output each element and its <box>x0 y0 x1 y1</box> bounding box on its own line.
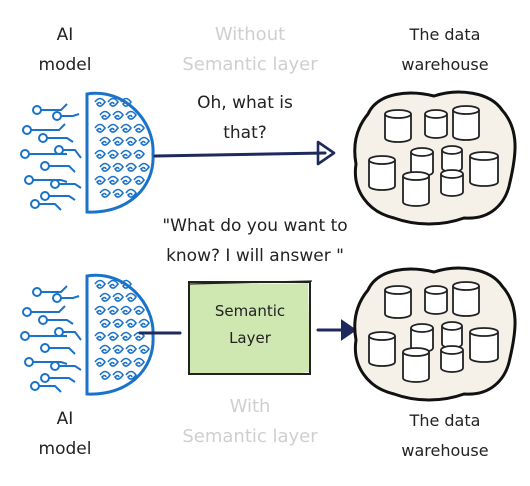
confused-query-text: Oh, what is that? <box>160 88 330 148</box>
database-cylinder-icon <box>384 109 412 143</box>
without-semantic-layer-label: Without Semantic layer <box>160 20 340 80</box>
ai-model-label-bottom-text: AI model <box>38 409 92 459</box>
brain-circuits <box>20 285 82 393</box>
warehouse-label-top-text: The data warehouse <box>401 25 489 74</box>
ai-brain-icon-bottom <box>20 273 155 396</box>
database-cylinder-icon <box>440 345 464 373</box>
database-cylinder-icon <box>452 105 480 141</box>
brain-swirls <box>94 97 150 198</box>
with-semantic-layer-label: With Semantic layer <box>160 392 340 452</box>
database-cylinder-icon <box>424 109 448 139</box>
answer-quote-text: "What do you want to know? I will answer… <box>125 211 385 271</box>
database-cylinder-icon <box>441 321 463 349</box>
warehouse-label-bottom: The data warehouse <box>370 406 520 466</box>
database-cylinder-icon <box>469 151 499 187</box>
semantic-layer-box <box>188 280 313 375</box>
database-cylinder-icon <box>452 281 480 317</box>
semantic-layer-label: Semantic Layer <box>190 298 310 352</box>
data-warehouse-top <box>353 90 517 226</box>
database-cylinder-icon <box>424 285 448 315</box>
brain-swirls <box>94 279 150 380</box>
brain-circuits <box>20 103 82 211</box>
database-cylinder-icon <box>402 171 430 207</box>
ai-model-label-top: AI model <box>30 20 100 80</box>
without-semantic-layer-text: Without Semantic layer <box>182 24 318 75</box>
ai-model-label-bottom: AI model <box>30 404 100 464</box>
data-warehouse-bottom <box>353 266 517 402</box>
ai-model-label-top-text: AI model <box>38 25 92 75</box>
answer-quote-text-value: "What do you want to know? I will answer… <box>162 216 348 266</box>
semantic-layer-label-text: Semantic Layer <box>214 302 286 347</box>
database-cylinder-icon <box>384 285 412 319</box>
warehouse-label-bottom-text: The data warehouse <box>401 411 489 460</box>
database-cylinder-icon <box>441 145 463 173</box>
direct-query-arrow <box>153 140 336 166</box>
with-semantic-layer-text: With Semantic layer <box>182 396 318 447</box>
database-cylinder-icon <box>440 169 464 197</box>
database-cylinder-icon <box>368 155 396 191</box>
database-cylinder-icon <box>402 347 430 383</box>
warehouse-label-top: The data warehouse <box>370 20 520 80</box>
database-cylinder-icon <box>368 331 396 367</box>
database-cylinder-icon <box>469 327 499 363</box>
semantic-to-warehouse-arrow <box>316 319 357 341</box>
ai-brain-icon-top <box>20 91 155 214</box>
confused-query-text-value: Oh, what is that? <box>197 93 293 143</box>
